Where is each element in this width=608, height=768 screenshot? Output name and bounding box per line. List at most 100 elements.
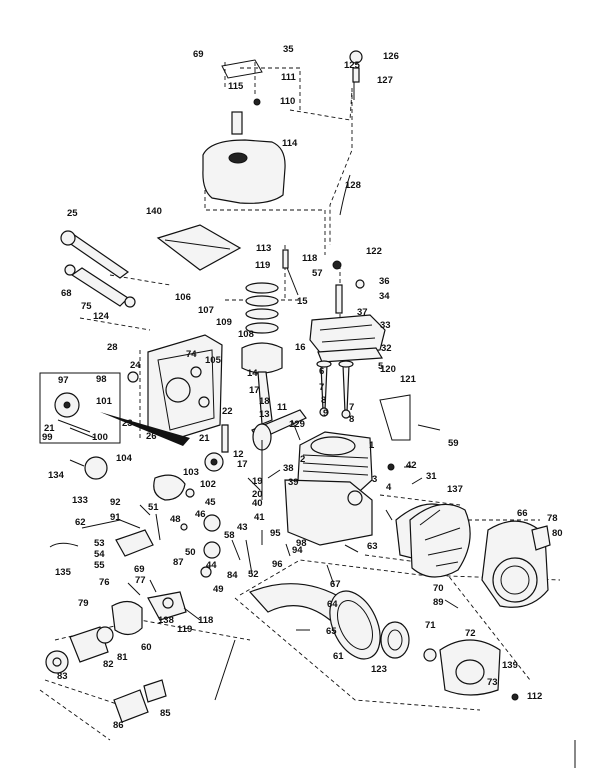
fuel-tank-assembly — [202, 50, 363, 216]
part-label-51: 51 — [148, 502, 159, 513]
part-label-104: 104 — [116, 453, 133, 464]
part-label-32: 32 — [381, 343, 392, 354]
part-label-35: 35 — [283, 44, 294, 55]
part-label-127: 127 — [377, 75, 393, 86]
part-label-21: 21 — [199, 433, 210, 444]
part-label-68: 68 — [61, 288, 72, 299]
part-label-85: 85 — [160, 708, 171, 719]
part-label-112: 112 — [527, 691, 542, 702]
part-label-42: 42 — [406, 460, 417, 471]
part-label-72: 72 — [465, 628, 476, 639]
part-label-119: 119 — [177, 624, 192, 635]
part-label-21: 21 — [44, 423, 55, 434]
part-label-120: 120 — [380, 364, 396, 375]
part-label-49: 49 — [213, 584, 224, 595]
part-label-17: 17 — [237, 459, 248, 470]
part-label-59: 59 — [448, 438, 459, 449]
part-label-92: 92 — [110, 497, 121, 508]
part-label-15: 15 — [297, 296, 308, 307]
part-label-37: 37 — [357, 307, 368, 318]
connecting-rod — [257, 371, 273, 425]
fuel-line — [339, 174, 351, 216]
part-label-36: 36 — [379, 276, 390, 287]
part-label-7: 7 — [319, 382, 324, 393]
part-label-23: 23 — [122, 418, 133, 429]
crankcase — [284, 479, 373, 546]
part-label-137: 137 — [447, 484, 463, 495]
part-label-106: 106 — [175, 292, 191, 303]
part-label-9: 9 — [323, 408, 328, 419]
part-label-20: 20 — [252, 489, 263, 500]
part-label-52: 52 — [248, 569, 259, 580]
part-label-84: 84 — [227, 570, 238, 581]
part-label-140: 140 — [146, 206, 162, 217]
part-label-54: 54 — [94, 549, 105, 560]
part-label-98: 98 — [296, 538, 307, 549]
part-label-96: 96 — [272, 559, 283, 570]
part-label-99: 99 — [42, 432, 53, 443]
pointer-arrow — [100, 412, 190, 446]
part-label-34: 34 — [379, 291, 390, 302]
part-label-108: 108 — [238, 329, 254, 340]
part-label-107: 107 — [198, 305, 214, 316]
piston-ring-set — [241, 249, 299, 425]
part-label-55: 55 — [94, 560, 105, 571]
part-label-6: 6 — [319, 366, 324, 377]
part-label-73: 73 — [487, 677, 498, 688]
part-label-57: 57 — [312, 268, 323, 279]
part-label-125: 125 — [344, 60, 361, 71]
part-label-123: 123 — [371, 664, 387, 675]
fasteners — [69, 394, 576, 768]
part-label-63: 63 — [367, 541, 378, 552]
part-label-28: 28 — [107, 342, 118, 353]
part-label-82: 82 — [103, 659, 114, 670]
part-label-91: 91 — [110, 512, 121, 523]
part-label-139: 139 — [502, 660, 518, 671]
part-label-70: 70 — [433, 583, 444, 594]
part-label-114: 114 — [282, 138, 298, 149]
part-label-48: 48 — [170, 514, 181, 525]
crankshaft — [204, 409, 307, 472]
valve-train — [316, 360, 354, 419]
part-label-50: 50 — [185, 547, 196, 558]
cylinder-head — [309, 260, 386, 363]
part-label-110: 110 — [280, 96, 295, 107]
carburetor-bowl — [111, 600, 143, 636]
part-label-75: 75 — [81, 301, 92, 312]
part-label-1: 1 — [369, 440, 375, 451]
governor-inset — [39, 372, 190, 446]
part-label-43: 43 — [237, 522, 248, 533]
part-label-74: 74 — [186, 349, 197, 360]
part-label-67: 67 — [330, 579, 341, 590]
part-label-3: 3 — [372, 474, 377, 485]
part-label-94: 94 — [292, 545, 303, 556]
part-label-25: 25 — [67, 208, 78, 219]
part-label-121: 121 — [400, 374, 417, 385]
part-label-46: 46 — [195, 509, 206, 520]
part-label-81: 81 — [117, 652, 128, 663]
part-label-118: 118 — [198, 615, 213, 626]
part-label-103: 103 — [183, 467, 199, 478]
part-label-40: 40 — [252, 498, 263, 509]
part-label-133: 133 — [72, 495, 88, 506]
part-label-58: 58 — [224, 530, 235, 541]
part-label-65: 65 — [326, 626, 337, 637]
part-label-24: 24 — [130, 360, 141, 371]
part-label-66: 66 — [517, 508, 528, 519]
part-label-115: 115 — [228, 81, 244, 92]
air-cleaner-parts — [60, 224, 242, 308]
part-label-83: 83 — [57, 671, 68, 682]
part-label-31: 31 — [426, 471, 437, 482]
part-label-8: 8 — [321, 395, 326, 406]
part-label-138: 138 — [158, 615, 174, 626]
fuel-tank — [202, 139, 286, 204]
part-label-45: 45 — [205, 497, 216, 508]
part-label-2: 2 — [300, 454, 305, 465]
part-label-105: 105 — [205, 355, 222, 366]
part-label-69: 69 — [134, 564, 145, 575]
part-label-124: 124 — [93, 311, 110, 322]
part-label-12: 12 — [233, 449, 244, 460]
part-label-39: 39 — [288, 477, 299, 488]
part-label-71: 71 — [425, 620, 436, 631]
